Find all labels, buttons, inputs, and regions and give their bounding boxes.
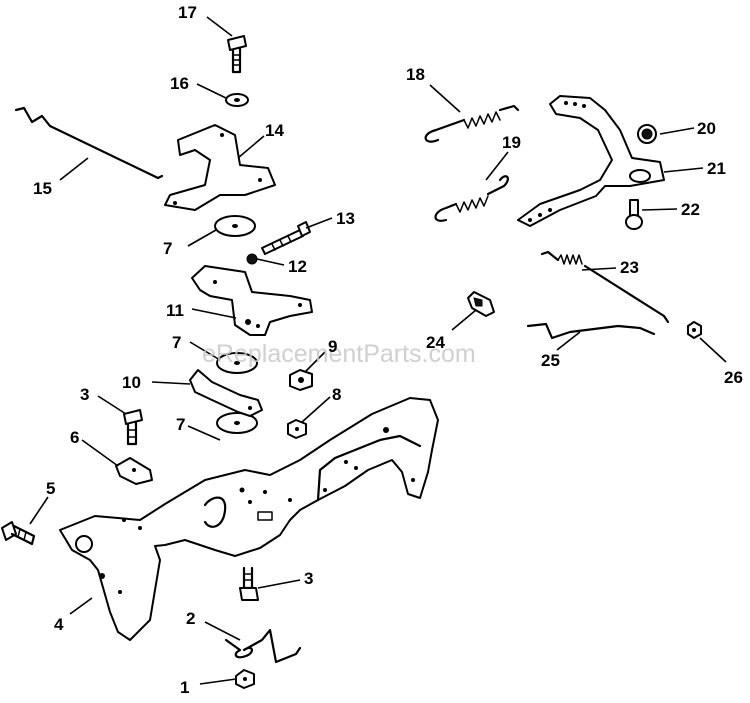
callout-23: 23 xyxy=(620,258,639,277)
callout-16: 16 xyxy=(170,74,189,93)
callout-4: 4 xyxy=(54,615,64,634)
callout-15: 15 xyxy=(33,179,52,198)
part-21-arm xyxy=(517,95,665,227)
part-1-nut xyxy=(235,669,255,689)
part-13-screw xyxy=(261,221,311,255)
callout-14: 14 xyxy=(265,121,284,140)
part-3-bolt-lower xyxy=(239,566,259,601)
callout-7-top: 7 xyxy=(163,239,172,258)
part-6-clip xyxy=(115,457,153,485)
callout-7-bottom: 7 xyxy=(176,415,185,434)
part-20-nut xyxy=(637,124,657,144)
callout-6: 6 xyxy=(70,428,79,447)
callout-9: 9 xyxy=(328,337,337,356)
part-8-nut xyxy=(287,419,307,439)
callout-7-middle: 7 xyxy=(172,333,181,352)
callout-17: 17 xyxy=(178,3,197,22)
callout-25: 25 xyxy=(541,351,560,370)
part-10-small-lever xyxy=(189,369,263,417)
callout-11: 11 xyxy=(166,301,184,320)
part-7-washer-middle xyxy=(216,352,258,374)
main-mounting-plate xyxy=(59,397,439,641)
callout-labels: 17 16 14 15 7 13 12 11 7 9 10 8 3 7 6 5 … xyxy=(33,3,743,697)
callout-21: 21 xyxy=(707,159,726,178)
part-25-rod xyxy=(526,322,656,340)
part-11-lever xyxy=(191,265,313,336)
part-17-bolt xyxy=(227,35,247,74)
part-26-nut xyxy=(687,321,702,339)
callout-26: 26 xyxy=(724,368,743,387)
callout-1: 1 xyxy=(180,678,189,697)
part-7-washer-bottom xyxy=(216,412,258,434)
part-18-spring xyxy=(424,104,520,143)
part-5-bolt xyxy=(1,521,36,546)
callout-19: 19 xyxy=(502,133,521,152)
callout-2: 2 xyxy=(186,609,195,628)
callout-12: 12 xyxy=(288,257,307,276)
part-3-bolt-upper xyxy=(123,409,143,446)
leader-lines xyxy=(29,16,727,685)
part-7-washer-top xyxy=(214,215,256,237)
callout-5: 5 xyxy=(46,479,55,498)
part-23-rod xyxy=(540,250,670,324)
watermark: eReplacementParts.com xyxy=(202,340,476,368)
part-19-spring xyxy=(434,175,509,222)
part-15-rod xyxy=(14,106,164,180)
callout-20: 20 xyxy=(697,119,716,138)
callout-18: 18 xyxy=(406,65,425,84)
part-22-pin xyxy=(625,199,643,230)
callout-8: 8 xyxy=(332,385,341,404)
callout-3-upper: 3 xyxy=(80,385,89,404)
part-12-nut xyxy=(246,253,258,265)
part-9-nut xyxy=(289,369,313,391)
part-14-bracket xyxy=(164,124,276,211)
callout-3-lower: 3 xyxy=(304,569,313,588)
part-16-washer xyxy=(225,93,249,107)
callout-13: 13 xyxy=(336,209,355,228)
callout-22: 22 xyxy=(681,200,700,219)
callout-24: 24 xyxy=(426,333,445,352)
part-24-clip xyxy=(467,291,495,317)
callout-10: 10 xyxy=(122,373,141,392)
part-2-spring xyxy=(224,628,302,664)
